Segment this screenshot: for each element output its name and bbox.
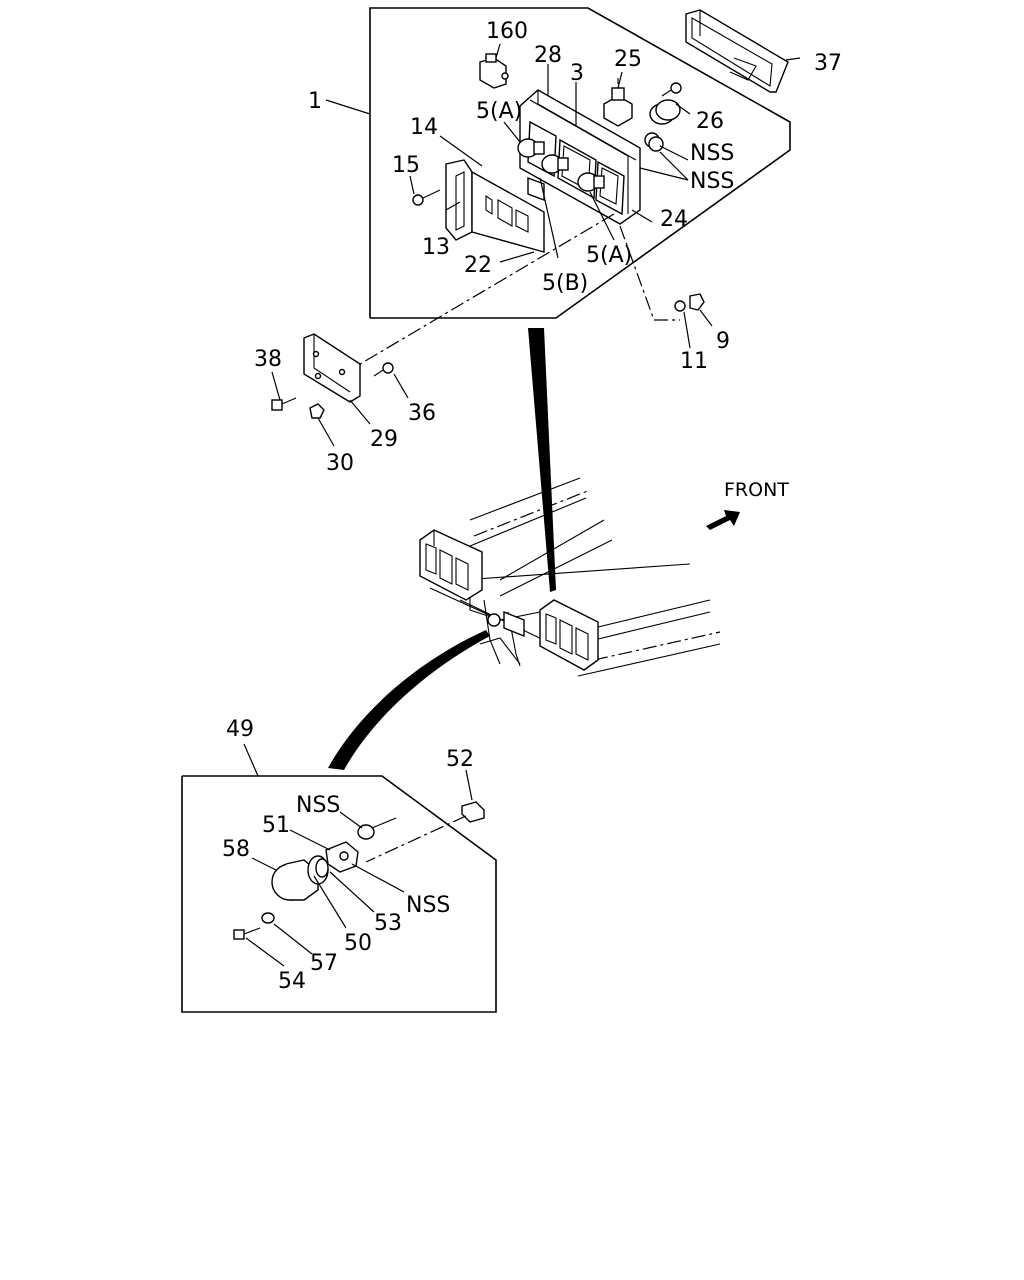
bolt-part-38 (271, 397, 297, 411)
callout-15: 15 (392, 153, 420, 178)
lower-leaders (245, 769, 473, 967)
bolt-part-36 (373, 362, 394, 377)
callout-51: 51 (262, 813, 290, 838)
lower-detail-panel (181, 743, 497, 1013)
screw-part-15 (412, 189, 441, 206)
screw-part-26 (661, 82, 682, 97)
callout-38: 38 (254, 347, 282, 372)
callout-5b: 5(B) (542, 271, 588, 296)
screw-part-nss (357, 817, 397, 840)
callout-37: 37 (814, 51, 842, 76)
callout-29: 29 (370, 427, 398, 452)
lamp-part-58 (271, 855, 329, 901)
bulb-5b (541, 154, 569, 174)
callout-53: 53 (374, 911, 402, 936)
upper-pointer (528, 328, 556, 592)
callout-160: 160 (486, 19, 528, 44)
bulb-5a-bottom (577, 172, 605, 192)
callout-1: 1 (308, 89, 322, 114)
callout-14: 14 (410, 115, 438, 140)
callout-57: 57 (310, 951, 338, 976)
bracket-callouts: 38 36 29 30 (254, 347, 436, 476)
callout-25: 25 (614, 47, 642, 72)
nut-part-30 (309, 403, 325, 419)
callout-22: 22 (464, 253, 492, 278)
callout-5a-top: 5(A) (476, 99, 522, 124)
lamp-body-part-53 (325, 841, 359, 873)
upper-detail-panel (369, 7, 791, 319)
bracket-centerline (349, 213, 615, 371)
upper-callouts: 1 160 28 3 25 37 26 5(A) 14 15 13 22 5(B… (308, 19, 842, 374)
callout-13: 13 (422, 235, 450, 260)
lower-pointer (328, 630, 490, 770)
callout-49: 49 (226, 717, 254, 742)
callout-30: 30 (326, 451, 354, 476)
socket-part-25 (603, 78, 633, 127)
front-label: FRONT (724, 479, 789, 501)
callout-28: 28 (534, 43, 562, 68)
front-indicator: FRONT (706, 479, 789, 530)
callout-3: 3 (570, 61, 584, 86)
bracket-part-29 (303, 333, 361, 403)
callout-52: 52 (446, 747, 474, 772)
callout-nss-2: NSS (690, 169, 734, 194)
mount-centerline (619, 225, 713, 349)
screw-part-54 (233, 927, 261, 940)
callout-nss-top: NSS (296, 793, 340, 818)
lower-callouts: 49 52 NSS 51 58 NSS 53 50 57 54 (222, 717, 474, 994)
connector-part-160 (479, 53, 509, 89)
callout-nss-1: NSS (690, 141, 734, 166)
callout-54: 54 (278, 969, 306, 994)
callout-50: 50 (344, 931, 372, 956)
bracket-leaders (271, 371, 409, 447)
upper-leaders (325, 43, 801, 263)
callout-5a-bottom: 5(A) (586, 243, 632, 268)
grommet-nss (644, 99, 681, 152)
vehicle-frame (419, 477, 721, 677)
connector-part-52 (461, 801, 485, 823)
lamp-cover-part-13 (445, 159, 545, 253)
callout-24: 24 (660, 207, 688, 232)
bulb-5a-top (517, 138, 545, 158)
callout-9: 9 (716, 329, 730, 354)
callout-nss-right: NSS (406, 893, 450, 918)
lower-centerline (365, 815, 467, 863)
callout-11: 11 (680, 349, 708, 374)
callout-26: 26 (696, 109, 724, 134)
front-arrow-icon (706, 510, 740, 530)
lens-part-37 (685, 9, 789, 93)
callout-36: 36 (408, 401, 436, 426)
callout-58: 58 (222, 837, 250, 862)
washer-part-57 (261, 912, 275, 924)
